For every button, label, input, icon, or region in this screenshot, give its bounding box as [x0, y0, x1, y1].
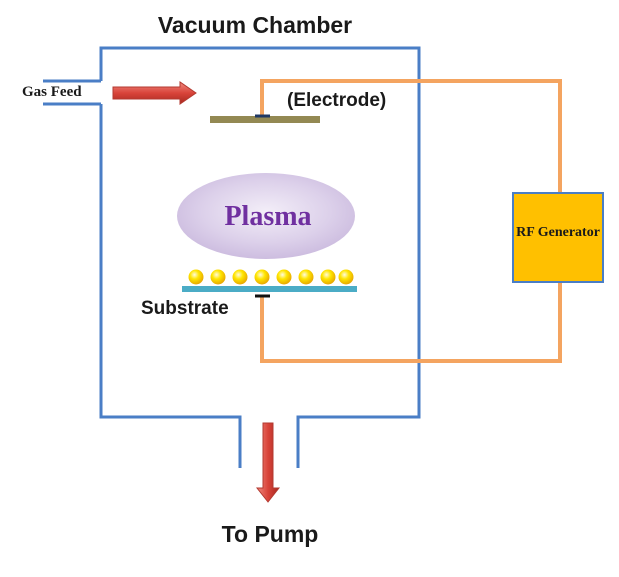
chamber-title: Vacuum Chamber — [157, 12, 353, 38]
particle — [320, 269, 336, 285]
particle — [254, 269, 270, 285]
chamber-wall — [99, 46, 421, 468]
circuit-wire-bottom — [260, 282, 562, 363]
chamber-wall-lower-left — [99, 104, 242, 468]
particle — [188, 269, 204, 285]
particle — [210, 269, 226, 285]
substrate-plate — [182, 286, 357, 292]
gas-feed-label: Gas Feed — [22, 84, 82, 100]
electrode-plate — [210, 116, 320, 123]
electrode-label: (Electrode) — [287, 90, 387, 111]
rf-generator-label: RF Generator — [516, 225, 600, 240]
particle — [298, 269, 314, 285]
pump-arrow — [255, 422, 281, 503]
gas-feed-arrow — [112, 81, 197, 105]
circuit-wire-top — [260, 79, 562, 193]
substrate-particles — [188, 269, 354, 285]
to-pump-label: To Pump — [221, 521, 319, 547]
plasma-cloud — [177, 173, 355, 259]
particle — [276, 269, 292, 285]
rf-generator-box — [512, 192, 604, 283]
substrate-label: Substrate — [141, 298, 229, 319]
particle — [338, 269, 354, 285]
plasma-label: Plasma — [224, 201, 312, 232]
particle — [232, 269, 248, 285]
